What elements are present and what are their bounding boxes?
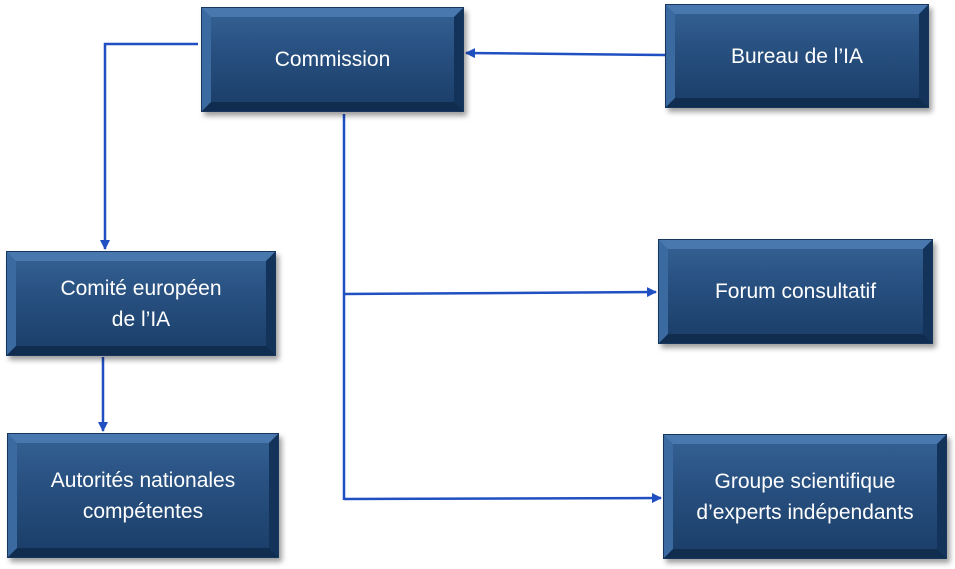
node-autorites-nationales-label: Autorités nationales compétentes (50, 468, 236, 523)
node-bureau-ia-label: Bureau de l’IA (731, 44, 863, 68)
edge-commission-to-forum (343, 287, 657, 298)
node-forum-consultatif: Forum consultatif (658, 239, 933, 344)
node-groupe-scientifique: Groupe scientifique d’experts indépendan… (663, 434, 947, 559)
node-bureau-ia: Bureau de l’IA (665, 4, 929, 108)
edge-commission-to-groupe (343, 493, 662, 504)
node-autorites-nationales: Autorités nationales compétentes (7, 433, 279, 558)
node-commission-label: Commission (274, 48, 391, 71)
node-forum-consultatif-label: Forum consultatif (714, 280, 877, 303)
edge-commission-to-comite (100, 42, 198, 250)
edge-bureau-to-commission (465, 48, 666, 59)
node-comite-europeen: Comité européen de l’IA (6, 251, 276, 356)
node-comite-europeen-label: Comité européen de l’IA (60, 276, 222, 331)
node-groupe-scientifique-label: Groupe scientifique d’experts indépendan… (696, 469, 914, 524)
node-commission: Commission (201, 7, 464, 112)
